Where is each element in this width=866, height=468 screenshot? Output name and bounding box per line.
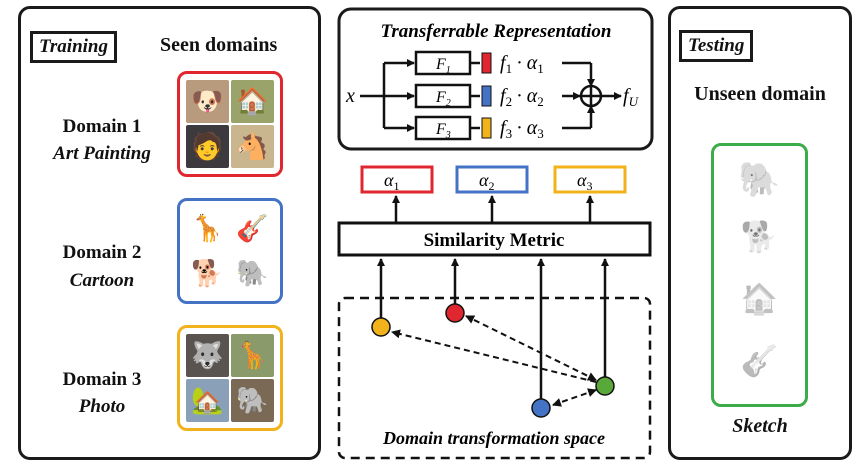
branch-1: F1 f1·α1 (414, 50, 544, 76)
representation-title: Transferrable Representation (381, 21, 612, 42)
photo-giraffe-thumb: 🦒 (231, 334, 274, 377)
domain-1-title: Domain 1 (62, 116, 142, 137)
f1-feature-bar (481, 52, 492, 74)
cartoon-images: 🦒 🎸 🐕 🐘 (177, 198, 283, 304)
photo-images: 🐺 🦒 🏡 🐘 (177, 325, 283, 431)
domain-2-name: Cartoon (69, 270, 135, 291)
node-blue (531, 398, 551, 418)
art-house-thumb: 🏠 (231, 80, 274, 123)
sketch-guitar-icon: 🎸 (740, 345, 779, 378)
similarity-metric-label: Similarity Metric (424, 230, 565, 251)
f1-weighted-term: f1·α1 (500, 52, 544, 76)
sketch-dog-icon: 🐕 (740, 221, 779, 254)
photo-house-thumb: 🏡 (186, 379, 229, 422)
photo-elephant-thumb: 🐘 (231, 379, 274, 422)
cartoon-elephant-thumb: 🐘 (236, 258, 269, 288)
alpha-1-box: α1 (360, 165, 434, 194)
f3-weighted-term: f3·α3 (500, 117, 544, 141)
sketch-label: Sketch (732, 415, 788, 437)
svg-text:α3: α3 (577, 170, 592, 193)
branch-3: F3 f3·α3 (414, 115, 544, 141)
node-yellow (371, 317, 391, 337)
node-relation-arrows (391, 315, 597, 407)
output-fu: fU (623, 85, 640, 109)
f1-label: F1 (435, 56, 451, 76)
testing-tag: Testing (679, 30, 754, 62)
domain-space-box (337, 296, 652, 460)
sketch-elephant-icon: 🐘 (738, 162, 781, 199)
alpha-3-box: α3 (553, 165, 627, 194)
svg-text:α1: α1 (384, 170, 399, 193)
f3-feature-bar (481, 117, 492, 139)
unseen-domain-label: Unseen domain (694, 83, 826, 105)
cartoon-dog-thumb: 🐕 (191, 258, 224, 288)
domain-space-label: Domain transformation space (382, 428, 605, 448)
cartoon-giraffe-thumb: 🦒 (191, 213, 224, 243)
representation-panel (337, 7, 654, 151)
metric-to-alpha-arrows (392, 195, 594, 222)
training-panel (18, 6, 321, 460)
domain-3-name: Photo (78, 396, 126, 417)
input-x: x (345, 85, 355, 107)
cartoon-guitar-thumb: 🎸 (236, 213, 269, 243)
similarity-metric-box (337, 221, 652, 257)
merge-lines (562, 61, 595, 130)
alpha-2-box: α2 (455, 165, 529, 194)
art-dog-thumb: 🐶 (186, 80, 229, 123)
domain-3-title: Domain 3 (62, 369, 142, 390)
testing-panel (668, 6, 852, 460)
input-split-lines (360, 59, 415, 132)
domain-1-name: Art Painting (53, 143, 151, 164)
sketch-house-icon: 🏠 (740, 283, 779, 316)
f3-label: F3 (435, 121, 451, 141)
svg-text:α2: α2 (479, 170, 494, 193)
branch-2: F2 f2·α2 (414, 83, 544, 109)
art-portrait-thumb: 🧑 (186, 125, 229, 168)
art-horse-thumb: 🐴 (231, 125, 274, 168)
training-tag: Training (30, 31, 117, 63)
f2-feature-bar (481, 85, 492, 107)
node-green (595, 376, 615, 396)
node-red (445, 303, 465, 323)
photo-dog-thumb: 🐺 (186, 334, 229, 377)
sketch-images: 🐘 🐕 🏠 🎸 (711, 143, 808, 407)
seen-domains-label: Seen domains (160, 34, 278, 56)
f2-weighted-term: f2·α2 (500, 85, 544, 109)
art-painting-images: 🐶 🏠 🧑 🐴 (177, 71, 283, 177)
f2-label: F2 (435, 89, 451, 109)
domain-2-title: Domain 2 (62, 242, 142, 263)
